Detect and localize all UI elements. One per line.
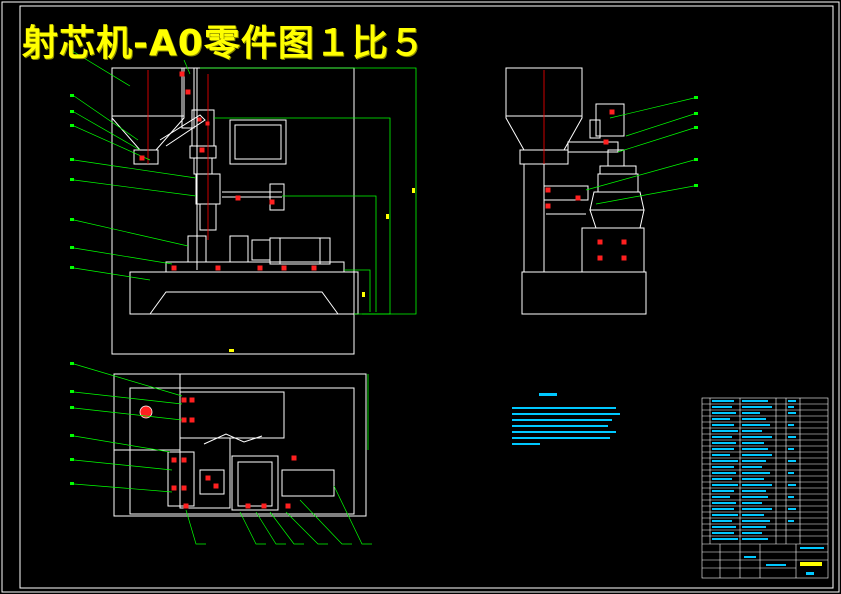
drawing-title: 射芯机-A0零件图１比５ bbox=[22, 23, 426, 64]
top-view-hole bbox=[139, 405, 153, 419]
top-view-leaders bbox=[73, 363, 372, 545]
front-view bbox=[111, 67, 359, 355]
front-marker-2 bbox=[412, 188, 415, 193]
front-view-dimensions bbox=[200, 67, 417, 315]
front-marker bbox=[229, 349, 234, 352]
item-number-marks bbox=[70, 50, 698, 485]
top-view bbox=[113, 373, 367, 517]
side-view bbox=[505, 67, 647, 315]
side-view-bolts bbox=[545, 109, 627, 261]
parts-list-table bbox=[701, 397, 829, 579]
technical-notes-marks bbox=[512, 393, 620, 445]
front-marker-4 bbox=[362, 292, 365, 297]
side-view-leaders bbox=[585, 97, 695, 205]
parts-list-text-marks bbox=[712, 400, 824, 575]
front-view-bolts bbox=[139, 71, 317, 271]
front-view-leaders bbox=[73, 51, 197, 281]
front-marker-3 bbox=[386, 214, 389, 219]
inner-frame bbox=[19, 5, 834, 589]
top-view-bolts bbox=[171, 397, 297, 509]
